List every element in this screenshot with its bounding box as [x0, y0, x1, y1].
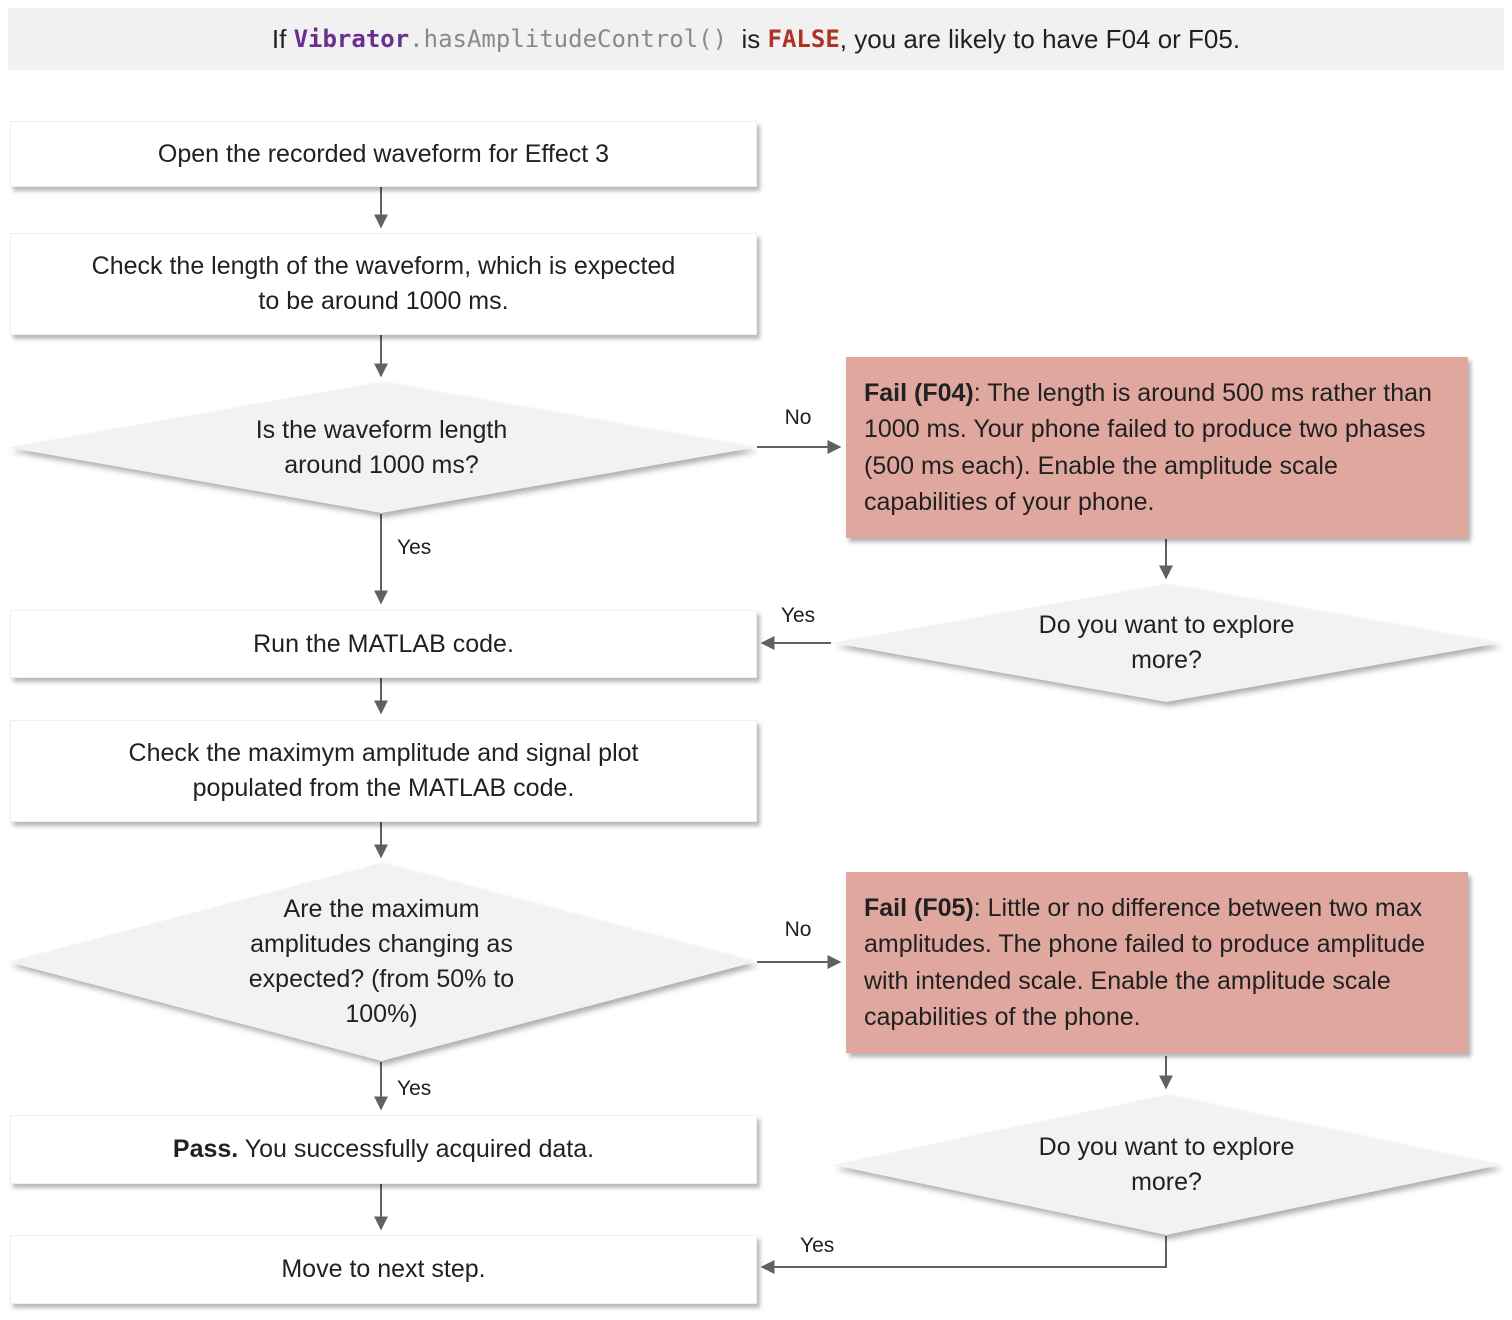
banner-prefix: If [271, 23, 294, 54]
node-open-waveform: Open the recorded waveform for Effect 3 [10, 121, 757, 187]
banner-suffix: , you are likely to have F04 or F05. [839, 23, 1241, 54]
node-fail-f05-text: : Little or no difference between two ma… [864, 894, 1426, 1031]
node-check-amplitude: Check the maximym amplitude and signal p… [10, 720, 757, 822]
edge-label-no-1: No [784, 406, 812, 429]
node-pass-label: Pass. You successfully acquired data. [173, 1132, 594, 1167]
node-fail-f05: Fail (F05): Little or no difference betw… [846, 872, 1468, 1053]
decision-amplitude-changing-shape: Are the maximum amplitudes changing as e… [8, 863, 755, 1061]
edge-label-yes-2: Yes [397, 1077, 432, 1100]
node-move-next: Move to next step. [10, 1235, 757, 1304]
decision-explore-more-1-label: Do you want to explore more? [1038, 611, 1295, 674]
node-fail-f04-bold: Fail (F04) [864, 379, 974, 407]
decision-explore-more-1-shape: Do you want to explore more? [833, 584, 1500, 702]
edge-label-yes-explore-1: Yes [780, 604, 816, 627]
node-pass-bold: Pass. [172, 1135, 239, 1163]
node-fail-f04: Fail (F04): The length is around 500 ms … [846, 357, 1468, 538]
decision-explore-more-2: Do you want to explore more? [833, 1095, 1500, 1235]
node-fail-f05-bold: Fail (F05) [864, 894, 974, 922]
decision-waveform-length-shape: Is the waveform length around 1000 ms? [8, 382, 755, 513]
code-object: Vibrator [293, 25, 410, 53]
decision-amplitude-changing-label: Are the maximum amplitudes changing as e… [248, 895, 515, 1028]
code-method: .hasAmplitudeControl() [409, 25, 728, 53]
node-fail-f05-label: Fail (F05): Little or no difference betw… [864, 890, 1450, 1035]
banner-middle: is [727, 23, 768, 54]
node-run-matlab-label: Run the MATLAB code. [253, 629, 514, 658]
condition-banner: If Vibrator.hasAmplitudeControl() is FAL… [8, 8, 1504, 70]
edge-label-yes-explore-2: Yes [800, 1234, 835, 1257]
decision-amplitude-changing: Are the maximum amplitudes changing as e… [8, 863, 755, 1061]
node-pass-text: You successfully acquired data. [238, 1135, 595, 1163]
node-open-waveform-label: Open the recorded waveform for Effect 3 [157, 139, 610, 168]
decision-waveform-length: Is the waveform length around 1000 ms? [8, 382, 755, 513]
node-check-length: Check the length of the waveform, which … [10, 233, 757, 335]
node-run-matlab: Run the MATLAB code. [10, 610, 757, 678]
node-move-next-label: Move to next step. [281, 1255, 486, 1283]
decision-waveform-length-label: Is the waveform length around 1000 ms? [255, 415, 508, 479]
edge-label-yes-1: Yes [397, 536, 432, 559]
node-pass: Pass. You successfully acquired data. [10, 1115, 757, 1184]
code-value: FALSE [767, 25, 840, 53]
node-check-length-label: Check the length of the waveform, which … [91, 252, 676, 315]
decision-explore-more-2-shape: Do you want to explore more? [833, 1095, 1500, 1235]
node-fail-f04-text: : The length is around 500 ms rather tha… [864, 379, 1432, 516]
edge-label-no-2: No [784, 918, 812, 941]
decision-explore-more-1: Do you want to explore more? [833, 584, 1500, 702]
node-fail-f04-label: Fail (F04): The length is around 500 ms … [864, 375, 1450, 520]
node-check-amplitude-label: Check the maximym amplitude and signal p… [128, 739, 639, 802]
decision-explore-more-2-label: Do you want to explore more? [1038, 1133, 1295, 1196]
